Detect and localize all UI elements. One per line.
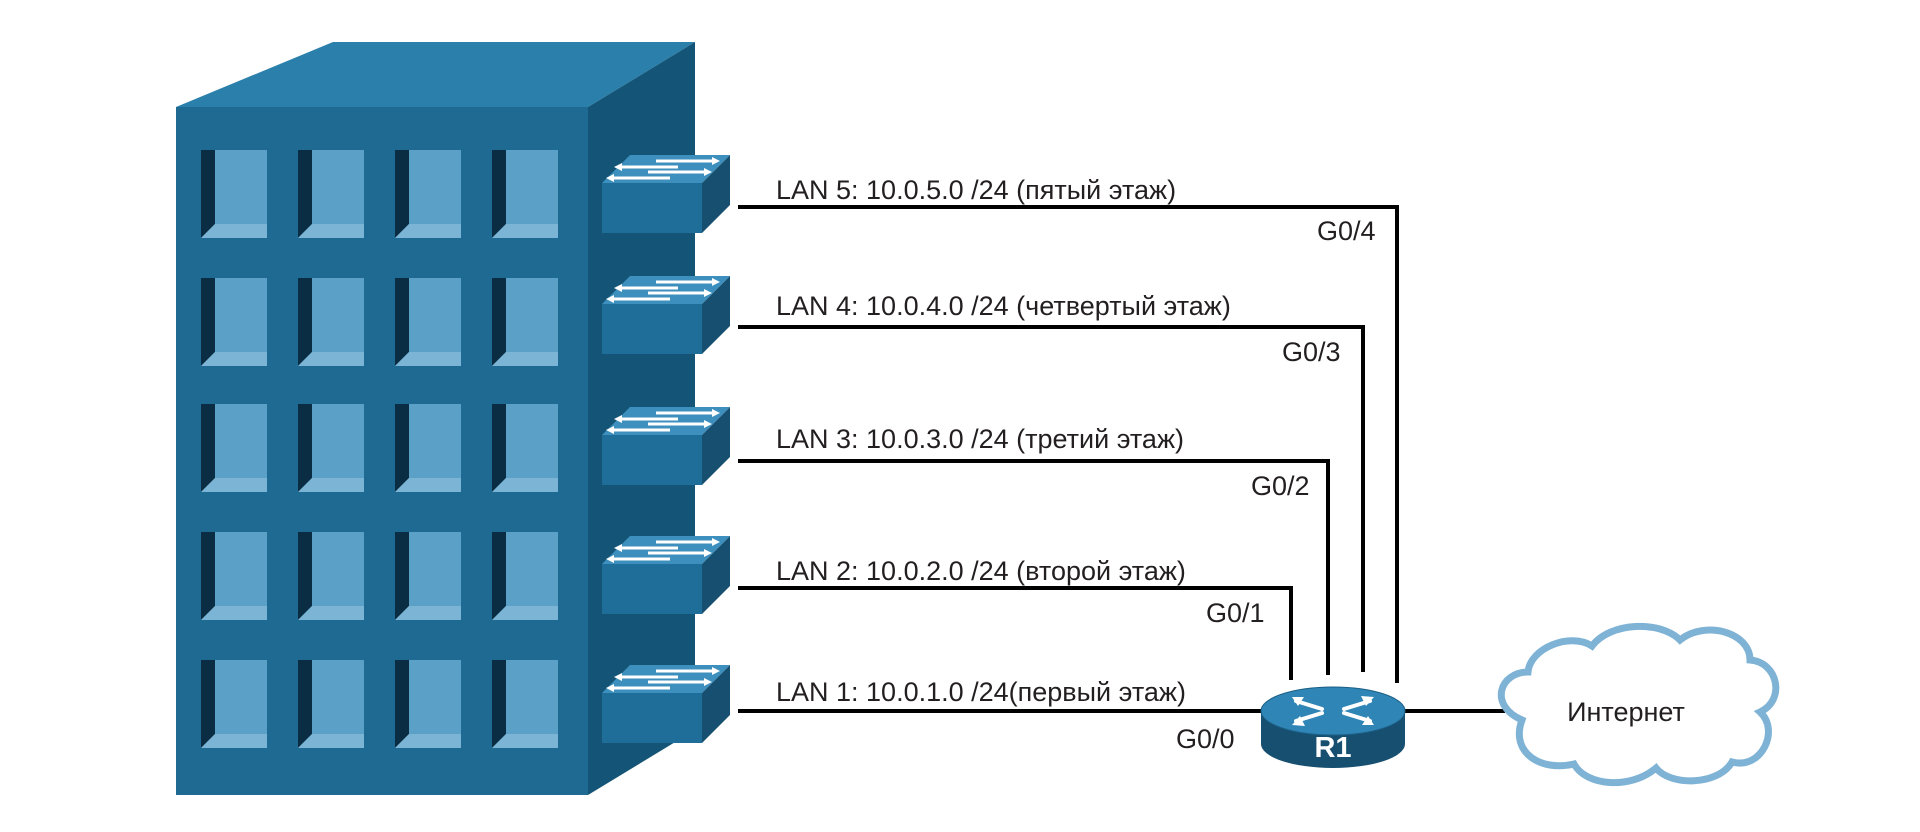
building-window [298,532,364,620]
lan1-label: LAN 1: 10.0.1.0 /24(первый этаж) [776,677,1186,707]
link-lan2 [738,586,1293,680]
building-window [492,278,558,366]
building-window [395,150,461,238]
lan2-label: LAN 2: 10.0.2.0 /24 (второй этаж) [776,556,1186,586]
port-g0-0: G0/0 [1176,724,1235,754]
port-g0-1: G0/1 [1206,598,1265,628]
building-window [201,660,267,748]
lan-labels: LAN 5: 10.0.5.0 /24 (пятый этаж) LAN 4: … [776,175,1231,707]
router-name: R1 [1314,732,1351,764]
port-g0-3: G0/3 [1282,337,1341,367]
links [738,205,1505,713]
port-g0-4: G0/4 [1317,216,1376,246]
building-window [298,278,364,366]
building-window [395,660,461,748]
building-window [492,150,558,238]
building-window [201,532,267,620]
lan3-label: LAN 3: 10.0.3.0 /24 (третий этаж) [776,424,1184,454]
switch-icon [600,153,732,235]
building-window [492,532,558,620]
link-lan5 [738,205,1399,683]
building-window [298,660,364,748]
building-window [395,532,461,620]
building-window [201,404,267,492]
lan5-label: LAN 5: 10.0.5.0 /24 (пятый этаж) [776,175,1176,205]
cloud-icon: Интернет [1497,622,1780,787]
port-labels: G0/4 G0/3 G0/2 G0/1 G0/0 [1176,216,1376,754]
building-window [201,150,267,238]
link-lan3 [738,459,1330,675]
building-window [395,278,461,366]
switch-icon [600,274,732,356]
building-window [492,404,558,492]
building-window [298,404,364,492]
cloud-label: Интернет [1567,697,1685,727]
router-icon: R1 [1260,686,1406,768]
lan4-label: LAN 4: 10.0.4.0 /24 (четвертый этаж) [776,291,1231,321]
switch-icon [600,663,732,745]
building-window [492,660,558,748]
link-lan4 [738,325,1365,672]
switch-icon [600,405,732,487]
port-g0-2: G0/2 [1251,471,1310,501]
building-window [298,150,364,238]
building-window [201,278,267,366]
building-window [395,404,461,492]
switch-icon [600,534,732,616]
